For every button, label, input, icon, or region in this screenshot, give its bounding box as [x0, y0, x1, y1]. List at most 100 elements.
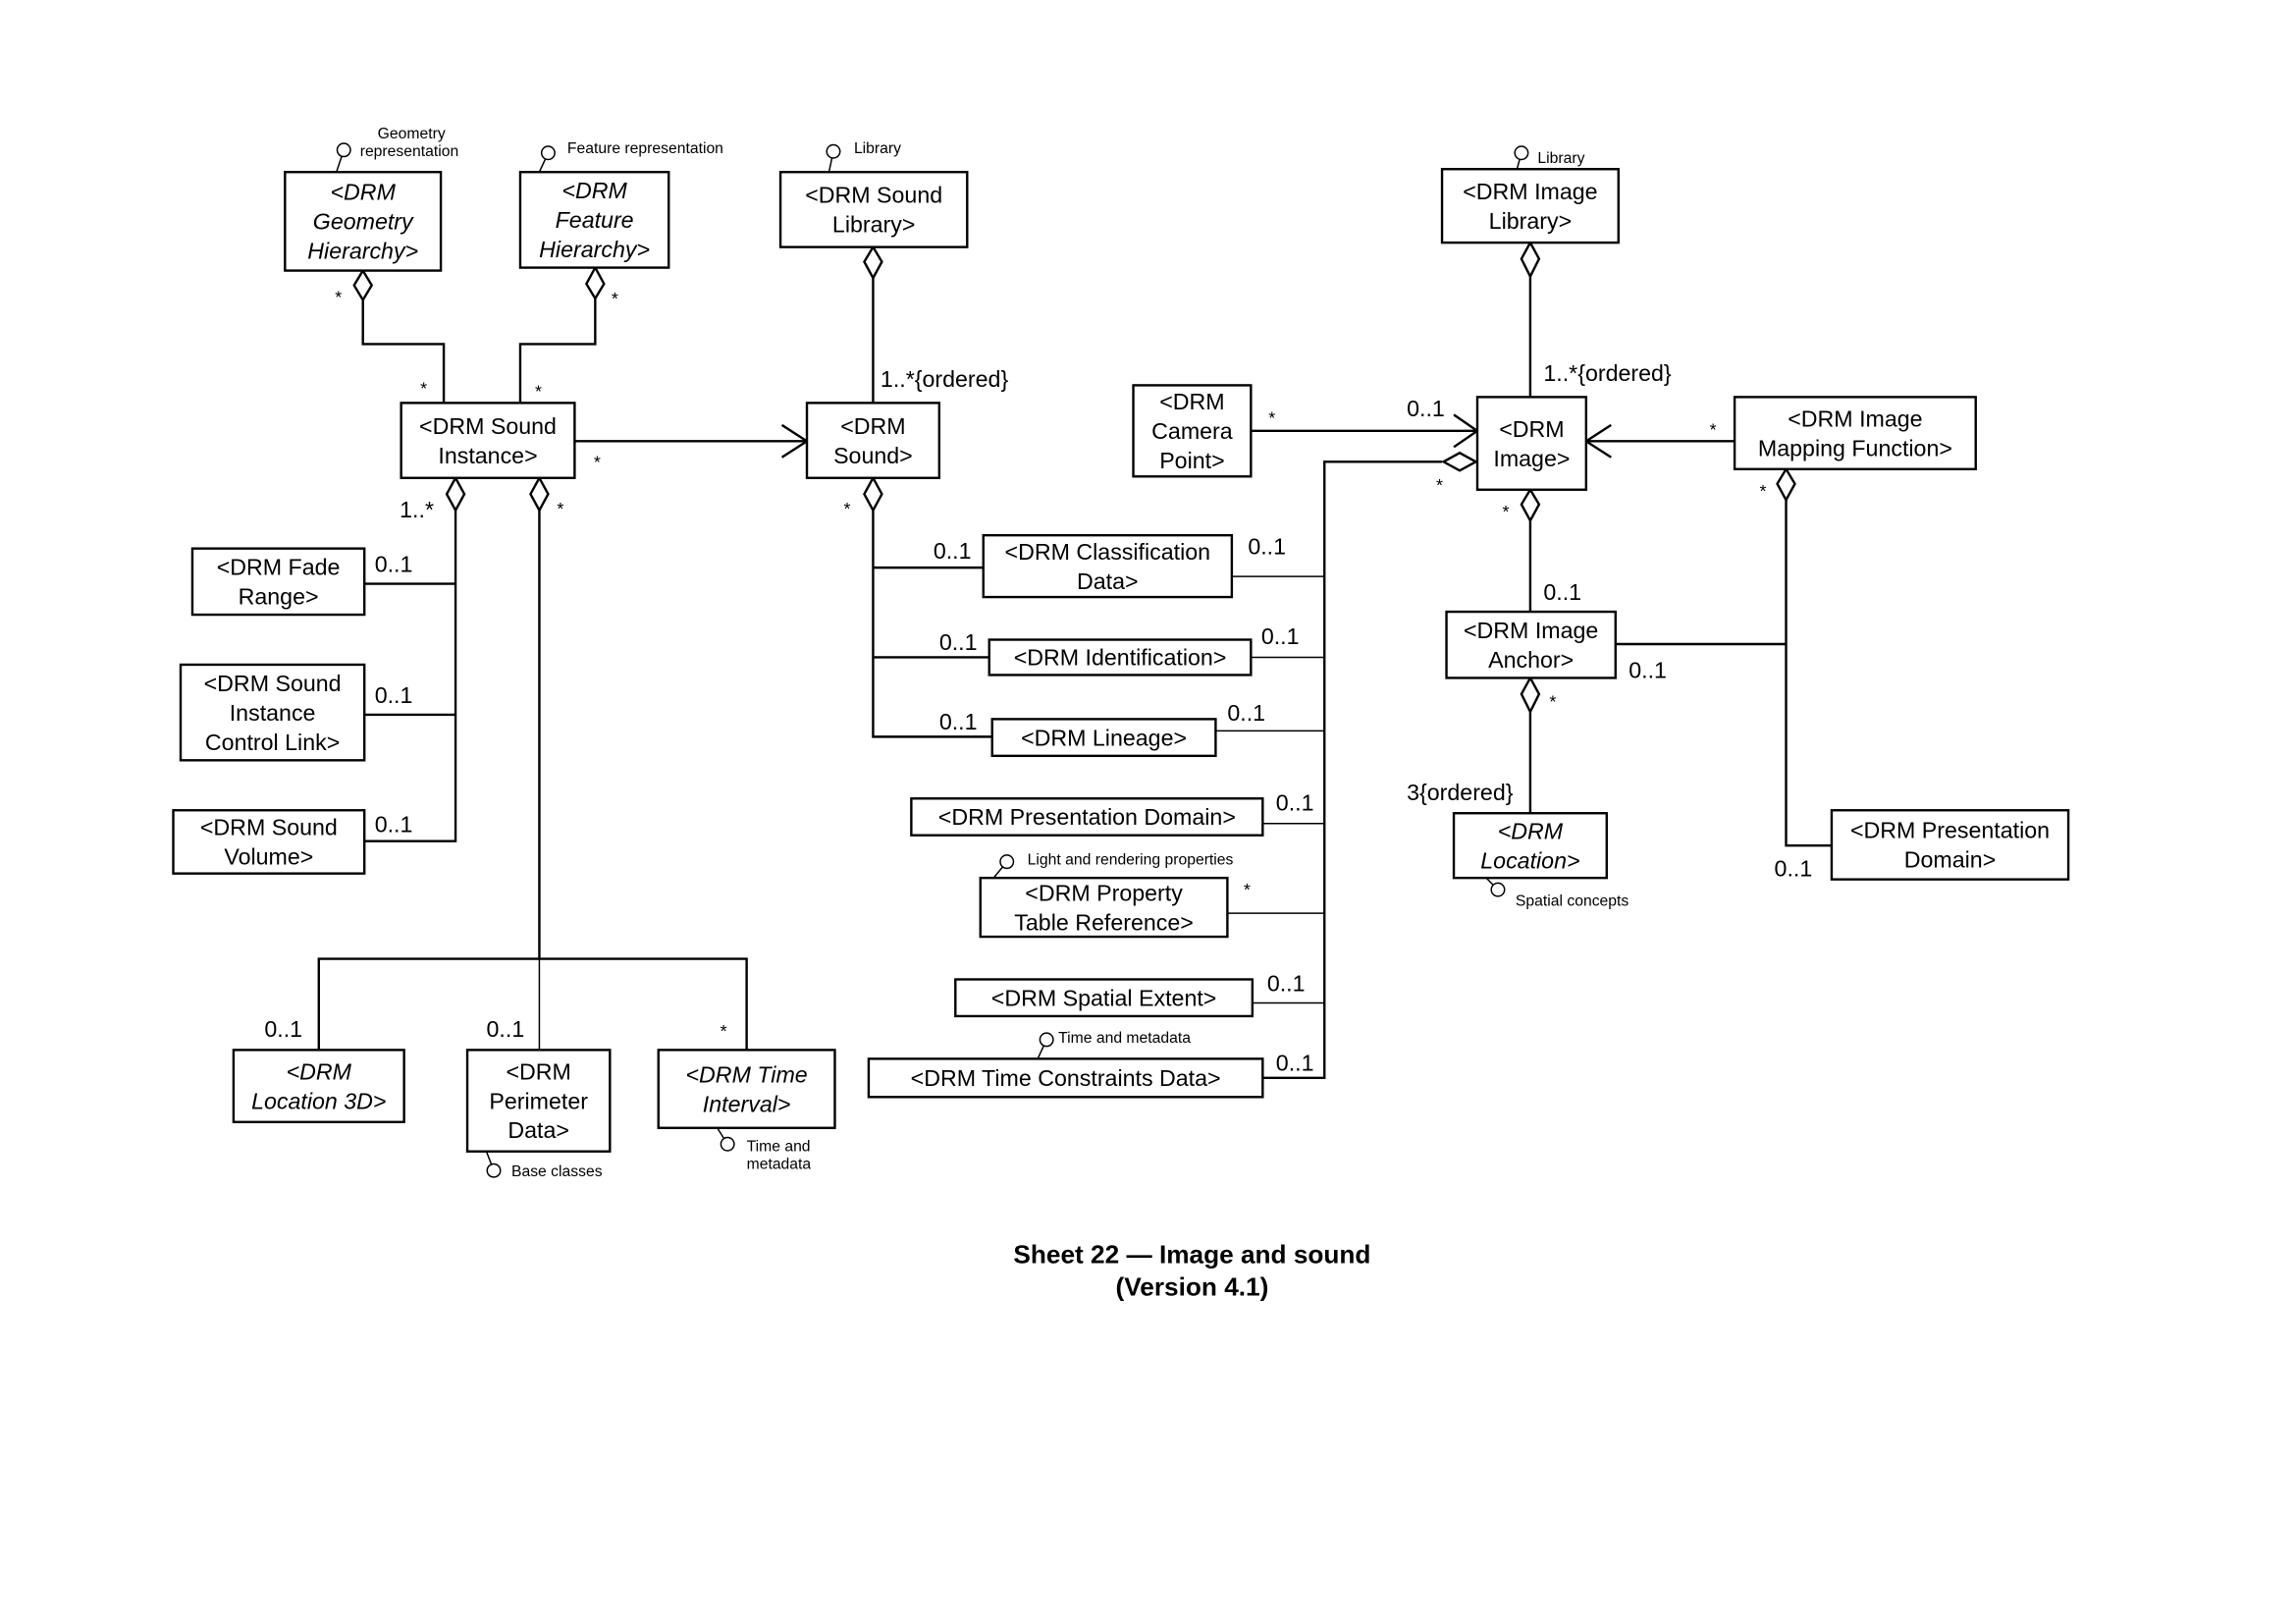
multiplicity-label: * [557, 499, 563, 518]
diamond-image [1520, 487, 1541, 523]
class-label-line: <DRM Time [686, 1061, 808, 1087]
package-note-time-and-metadata: Time and metadata [1037, 1030, 1191, 1059]
edge-sound-instance-bus-left [364, 510, 457, 842]
class-presentation-domain-mid: <DRM Presentation Domain> [910, 797, 1264, 837]
class-box [1132, 384, 1253, 478]
diamond-sound-instance-2 [529, 475, 550, 514]
diamond-sound-library [863, 244, 883, 281]
package-interface-icon [1039, 1032, 1054, 1048]
caption-version: (Version 4.1) [1116, 1272, 1269, 1302]
class-label-line: <DRM [506, 1058, 570, 1084]
multiplicity-label: 0..1 [1629, 657, 1667, 682]
class-label-line: Camera [1151, 418, 1233, 444]
multiplicity-label: 0..1 [1227, 700, 1265, 726]
class-label-line: Location> [1480, 847, 1579, 873]
class-box [1452, 812, 1608, 880]
package-note-text: Library [1537, 150, 1584, 167]
class-label-line: <DRM Sound [200, 815, 338, 840]
class-label-line: Volume> [224, 844, 313, 870]
class-label-line: Image> [1493, 446, 1570, 471]
package-note-image-library-pkg: Library [1514, 145, 1585, 170]
class-label-line: <DRM Lineage> [1021, 725, 1187, 750]
multiplicity-label: 1..*{ordered} [1543, 360, 1672, 386]
class-label-line: Mapping Function> [1758, 435, 1952, 460]
class-box [172, 809, 366, 875]
class-box [465, 1049, 612, 1153]
class-label-line: <DRM Sound [419, 413, 557, 439]
class-box [284, 171, 443, 272]
multiplicity-label: * [1436, 475, 1443, 495]
class-box [518, 171, 670, 269]
class-lineage: <DRM Lineage> [990, 718, 1217, 758]
class-label-line: Table Reference> [1014, 909, 1194, 935]
class-box [910, 797, 1264, 837]
multiplicity-label: * [420, 378, 427, 398]
class-time-constraints-data: <DRM Time Constraints Data> [867, 1057, 1264, 1099]
class-label-line: <DRM Presentation [1850, 818, 2050, 843]
multiplicity-label: 0..1 [1276, 1050, 1314, 1075]
package-interface-icon [720, 1136, 735, 1152]
class-box [1440, 168, 1620, 244]
class-label-line: Library> [832, 212, 915, 238]
class-label-line: <DRM Sound [204, 671, 342, 696]
package-note-text: metadata [747, 1157, 812, 1173]
multiplicity-label: 0..1 [934, 538, 972, 564]
diamond-mapping [1776, 466, 1796, 503]
package-note-feature-representation: Feature representation [538, 140, 723, 173]
diamond-anchor [1520, 675, 1541, 715]
multiplicity-label: * [1549, 691, 1556, 711]
package-note-text: Time and metadata [1058, 1030, 1191, 1047]
diamond-sound [863, 475, 883, 514]
class-label-line: Location 3D> [251, 1088, 386, 1113]
class-label-line: <DRM Identification> [1014, 645, 1227, 671]
multiplicity-label: * [721, 1021, 727, 1041]
edge-mapping-bus [1785, 500, 1832, 847]
class-label-line: <DRM Time Constraints Data> [911, 1065, 1221, 1091]
multiplicity-label: * [594, 452, 601, 471]
class-label-line: <DRM Fade [217, 555, 341, 580]
package-note-text: Spatial concepts [1516, 893, 1629, 910]
package-interface-icon [1514, 145, 1529, 161]
multiplicity-label: 0..1 [939, 709, 978, 734]
edge-bottom-bus [317, 957, 748, 1051]
class-label-line: Control Link> [205, 730, 340, 755]
class-label-line: Instance> [438, 443, 537, 468]
multiplicity-label: 3{ordered} [1407, 780, 1514, 805]
class-label-line: <DRM Property [1025, 880, 1183, 905]
edge-image-bus [1262, 460, 1443, 1080]
class-label-line: Feature [556, 207, 634, 233]
class-label-line: <DRM Classification [1005, 539, 1211, 565]
multiplicity-label: * [843, 499, 850, 518]
package-interface-icon [999, 854, 1015, 870]
class-box [179, 663, 366, 762]
multiplicity-label: 0..1 [375, 682, 413, 708]
multiplicity-label: * [1268, 407, 1275, 427]
class-box [657, 1049, 836, 1129]
edge-feature-sound-instance [518, 298, 597, 404]
class-box [1830, 809, 2070, 881]
class-label-line: Hierarchy> [539, 237, 650, 262]
package-interface-icon [826, 143, 841, 159]
class-box [190, 547, 366, 617]
multiplicity-label: 1..* [400, 497, 434, 522]
class-box [988, 638, 1253, 676]
package-note-sound-library-pkg: Library [826, 140, 901, 173]
class-label-line: Geometry [313, 209, 414, 235]
class-label-line: Sound> [833, 443, 913, 468]
class-label-line: <DRM Image [1463, 179, 1597, 204]
